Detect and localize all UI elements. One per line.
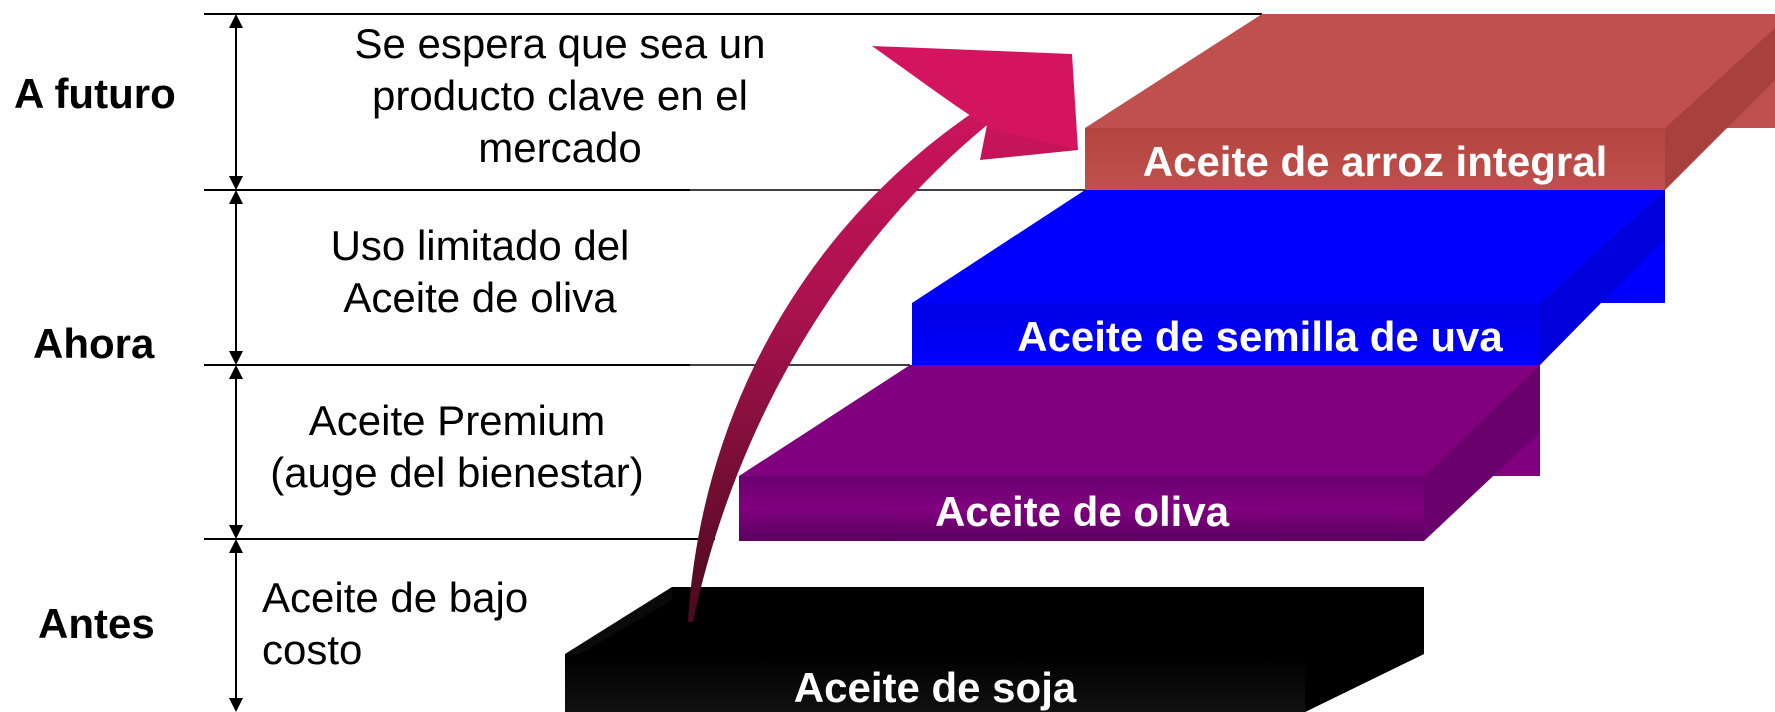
desc-premium: Aceite Premium (auge del bienestar) [232, 395, 682, 499]
step-oliva [739, 365, 1540, 541]
range-arrows [229, 14, 243, 712]
desc-low-cost-line-1: Aceite de bajo [262, 574, 529, 621]
desc-future: Se espera que sea un producto clave en e… [300, 18, 820, 174]
desc-low-cost-line-2: costo [262, 626, 363, 673]
desc-limited: Uso limitado del Aceite de oliva [260, 220, 700, 324]
period-future: A futuro [14, 70, 176, 117]
step-soja [565, 587, 1424, 712]
period-now: Ahora [33, 320, 155, 367]
period-before: Antes [38, 600, 155, 647]
desc-premium-line-1: Aceite Premium [308, 397, 606, 444]
growth-arrow-head [872, 46, 1078, 150]
desc-future-line-3: mercado [478, 124, 642, 171]
step-label-arroz: Aceite de arroz integral [1143, 138, 1607, 185]
desc-low-cost: Aceite de bajo costo [262, 572, 622, 676]
step-label-soja: Aceite de soja [794, 664, 1077, 711]
desc-future-line-1: Se espera que sea un [354, 20, 766, 67]
step-uva [912, 190, 1665, 365]
desc-limited-line-2: Aceite de oliva [343, 274, 617, 321]
step-label-oliva: Aceite de oliva [935, 488, 1230, 535]
step-label-uva: Aceite de semilla de uva [1017, 313, 1503, 360]
step-arroz [1085, 14, 1775, 190]
desc-future-line-2: producto clave en el [372, 72, 748, 119]
desc-limited-line-1: Uso limitado del [330, 222, 630, 269]
desc-premium-line-2: (auge del bienestar) [270, 449, 644, 496]
